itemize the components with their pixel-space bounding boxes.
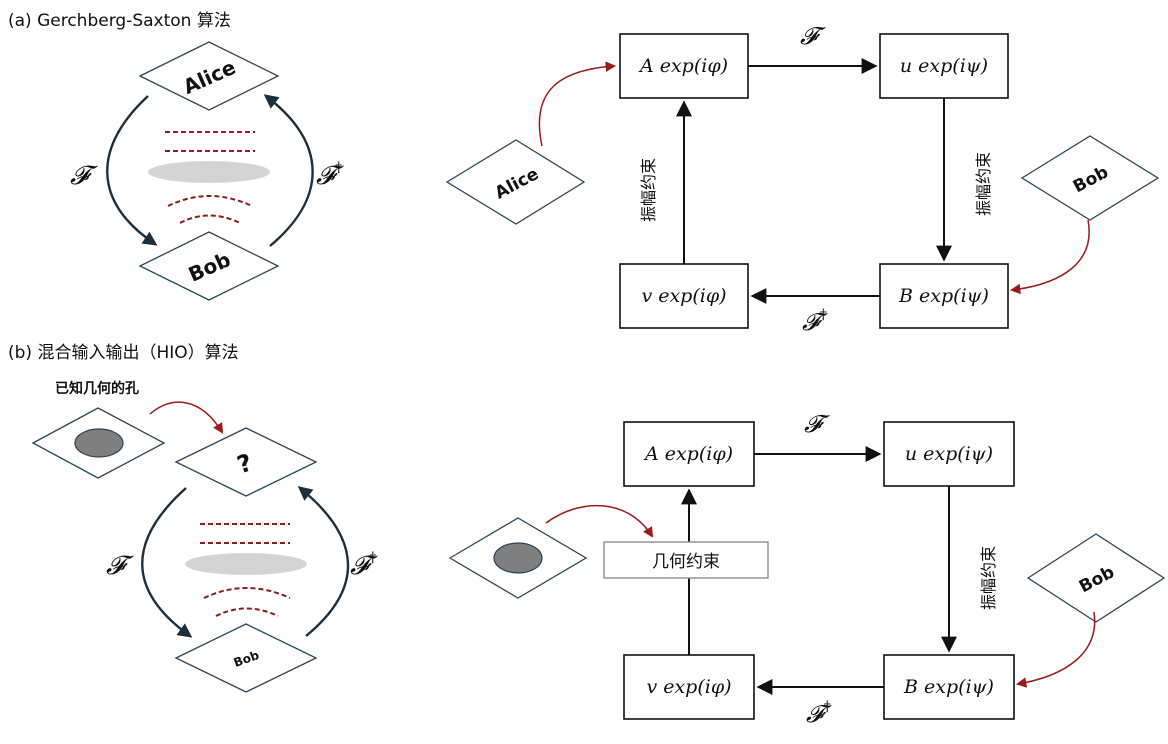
bob-input-diamond (1020, 135, 1160, 221)
panel-b-flow: A exp(iφ) u exp(iψ) B exp(iψ) v exp(iφ) … (448, 410, 1166, 728)
wave-arc-2 (179, 214, 241, 224)
node-b-bottom-right (883, 654, 1015, 720)
op-a-top: 𝓕 (800, 22, 826, 50)
op-b-bottom: 𝓕† (806, 699, 832, 728)
panel-a-illustration: Alice Bob 𝓕 𝓕† (70, 41, 344, 301)
node-b-bottom-right-text: B exp(iψ) (903, 676, 994, 698)
wave-arc-b2 (215, 607, 279, 617)
forward-op-label-b: 𝓕 (106, 551, 134, 581)
bob-b-diamond (174, 623, 318, 693)
bob-input-arrow (1009, 219, 1090, 295)
bob-b-input-diamond (1026, 533, 1166, 623)
wave-arc-1 (167, 195, 253, 207)
aperture-hole (74, 428, 124, 458)
node-b-top-right-text: u exp(iψ) (905, 443, 993, 465)
node-a-bottom-left-text: v exp(iφ) (641, 285, 726, 307)
aperture-input-hole (493, 542, 543, 574)
aperture-input-arrow (545, 504, 654, 538)
bob-diamond (138, 231, 280, 301)
hint-arrow (149, 401, 224, 434)
alice-input-diamond (445, 139, 586, 225)
alice-diamond (138, 41, 280, 111)
backward-op-label: 𝓕† (316, 160, 344, 191)
node-a-top-right (879, 33, 1009, 99)
lens-ellipse (148, 161, 270, 183)
known-aperture-hint: 已知几何的孔 (55, 380, 139, 397)
backward-curve-arrow (263, 94, 314, 247)
node-b-bottom-left (623, 654, 755, 720)
forward-curve-arrow-b (141, 487, 193, 638)
node-a-bottom-left (619, 263, 749, 329)
node-a-top-right-text: u exp(iψ) (900, 55, 988, 77)
node-b-top-right (883, 421, 1015, 487)
forward-op-label: 𝓕 (70, 161, 98, 191)
geometry-constraint-box (603, 541, 769, 579)
panel-b-title: (b) 混合输入输出（HIO）算法 (8, 343, 239, 363)
node-a-top-left-text: A exp(iφ) (638, 55, 728, 77)
op-b-top: 𝓕 (804, 410, 830, 438)
lens-ellipse-b (185, 553, 307, 575)
node-a-top-left (619, 33, 749, 99)
constraint-a-right: 振幅约束 (974, 152, 993, 216)
constraint-b-right: 振幅约束 (979, 546, 998, 610)
forward-curve-arrow (106, 95, 158, 246)
constraint-a-left: 振幅约束 (639, 158, 658, 222)
wave-arc-b1 (203, 587, 291, 599)
panel-b-illustration: 已知几何的孔 ? Bob 𝓕 𝓕† (31, 380, 378, 693)
node-b-bottom-left-text: v exp(iφ) (646, 676, 731, 698)
geometry-constraint-text: 几何约束 (652, 552, 720, 572)
panel-a-title: (a) Gerchberg-Saxton 算法 (8, 11, 231, 31)
op-a-bottom: 𝓕† (802, 307, 828, 336)
panel-a-flow: A exp(iφ) u exp(iψ) B exp(iψ) v exp(iφ) … (445, 22, 1160, 336)
alice-input-arrow (538, 61, 617, 147)
bob-b-input-arrow (1015, 611, 1096, 688)
backward-op-label-b: 𝓕† (350, 550, 378, 581)
node-b-top-left-text: A exp(iφ) (643, 443, 733, 465)
backward-curve-arrow-b (297, 486, 350, 637)
node-a-bottom-right-text: B exp(iψ) (898, 285, 989, 307)
unknown-diamond (174, 427, 318, 497)
